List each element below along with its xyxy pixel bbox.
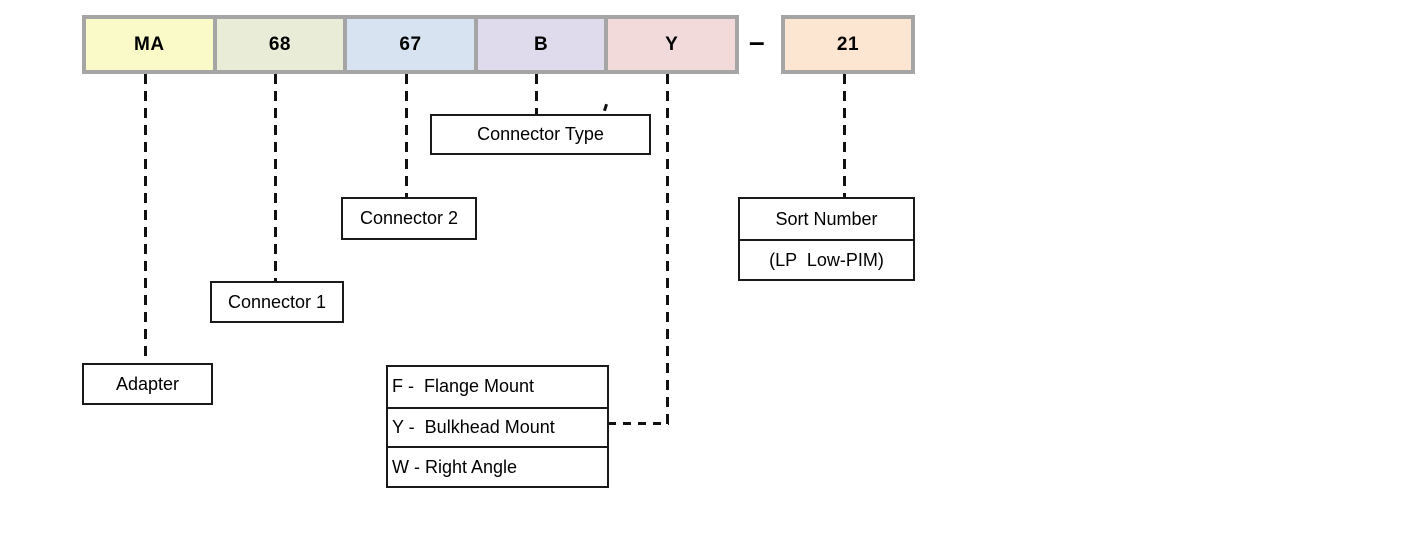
leader-line-21 (843, 74, 846, 197)
sort-number-label: Sort Number (775, 208, 878, 229)
option-flange-mount: F - Flange Mount (392, 376, 535, 397)
leader-line-y-horizontal (608, 422, 669, 425)
code-box-68: 68 (212, 19, 344, 70)
callout-sort-number: Sort Number (LP Low-PIM) (738, 197, 915, 281)
callout-adapter: Adapter (82, 363, 213, 405)
code-box-21: 21 (781, 15, 915, 74)
callout-connector-2: Connector 2 (341, 197, 477, 240)
leader-line-67 (405, 74, 408, 197)
code-box-ma: MA (86, 19, 213, 70)
sort-number-note: (LP Low-PIM) (740, 239, 913, 279)
option-right-angle: W - Right Angle (388, 446, 607, 486)
callout-connector-1: Connector 1 (210, 281, 344, 323)
stray-dash-mark (602, 103, 609, 112)
leader-line-68 (274, 74, 277, 281)
part-code-row: MA 68 67 B Y (82, 15, 739, 74)
code-box-b: B (473, 19, 605, 70)
code-box-y: Y (604, 19, 735, 70)
leader-line-y (666, 74, 669, 425)
leader-line-b (535, 74, 538, 114)
connector-type-options-list: F - Flange Mount Y - Bulkhead Mount W - … (386, 365, 609, 488)
option-bulkhead-mount: Y - Bulkhead Mount (388, 406, 607, 447)
leader-line-ma (144, 74, 147, 363)
code-box-67: 67 (343, 19, 474, 70)
separator-dash: – (749, 26, 765, 57)
callout-connector-type: Connector Type (430, 114, 651, 155)
